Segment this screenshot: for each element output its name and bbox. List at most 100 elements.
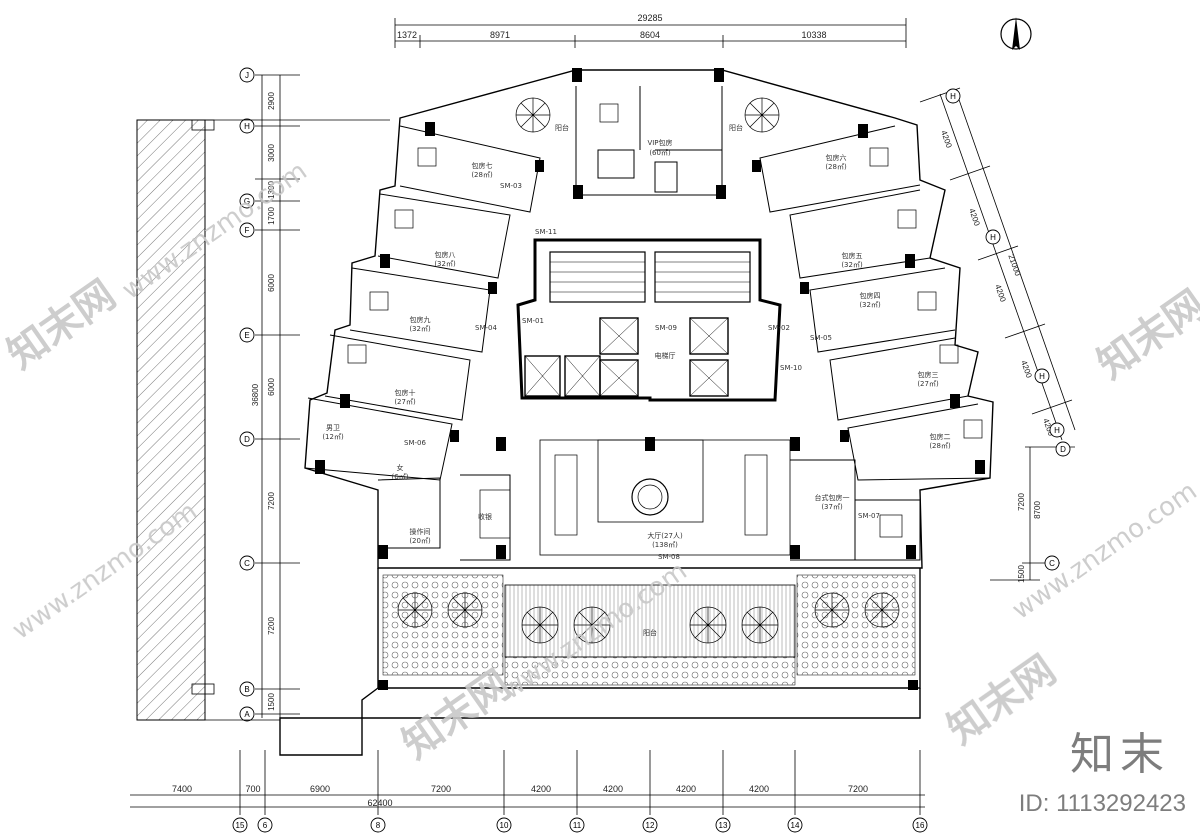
bottom-dim-2: 700 [245, 784, 260, 794]
label-womens-wc-area: (6㎡) [392, 473, 409, 481]
label-room-8: 包房八 [435, 250, 456, 259]
building-outline [279, 69, 994, 756]
left-total-dim: 36800 [251, 383, 260, 406]
label-mens-wc-area: (12㎡) [322, 433, 344, 441]
label-elevator-hall: 电梯厅 [655, 351, 676, 360]
right-total-dim: 21000 [1006, 253, 1022, 278]
label-terrace: 阳台 [643, 628, 657, 637]
left-axis-bubbles [239, 67, 255, 722]
door-code-3: SM-03 [500, 182, 522, 190]
axis-label-B: B [244, 685, 249, 694]
door-code-2: SM-02 [768, 324, 790, 332]
watermark-url-right: www.znzmo.com [1007, 476, 1200, 626]
left-dim-8: 7200 [267, 617, 276, 635]
axis-label-D2: D [1060, 445, 1066, 454]
label-room-1-area: (37㎡) [821, 503, 843, 511]
axis-label-J: J [245, 71, 249, 80]
right-dimension-chain [919, 87, 1076, 581]
door-code-8: SM-08 [658, 553, 680, 561]
top-dim-1: 1372 [397, 30, 417, 40]
top-dim-3: 8604 [640, 30, 660, 40]
label-room-7-area: (28㎡) [471, 171, 493, 179]
axis-label-16: 16 [916, 821, 925, 830]
axis-label-6: 6 [263, 821, 268, 830]
label-room-4: 包房四 [860, 291, 881, 300]
bottom-dim-6: 4200 [603, 784, 623, 794]
axis-label-13: 13 [719, 821, 728, 830]
right-lower-dim-2: 1500 [1017, 565, 1026, 583]
label-mens-wc: 男卫 [326, 424, 340, 432]
left-dim-7: 7200 [267, 492, 276, 510]
axis-label-C: C [244, 559, 250, 568]
left-dim-1: 2900 [267, 92, 276, 110]
structural-columns [315, 68, 985, 690]
axis-label-10: 10 [500, 821, 509, 830]
door-code-10: SM-10 [780, 364, 802, 372]
label-room-4-area: (32㎡) [859, 301, 881, 309]
label-room-10-area: (27㎡) [394, 398, 416, 406]
right-axis-bubbles [945, 88, 1071, 571]
right-lower-total: 8700 [1033, 501, 1042, 519]
room-partitions [304, 86, 991, 686]
label-lobby: 大厅(27人) [647, 531, 683, 540]
label-room-2-area: (28㎡) [929, 442, 951, 450]
axis-label-H1: H [950, 92, 956, 101]
top-dim-2: 8971 [490, 30, 510, 40]
bottom-dim-7: 4200 [676, 784, 696, 794]
door-code-4: SM-04 [475, 324, 497, 332]
label-room-1: 台式包房一 [815, 493, 850, 502]
axis-label-A: A [244, 710, 250, 719]
door-code-1: SM-01 [522, 317, 544, 325]
bottom-dim-3: 6900 [310, 784, 330, 794]
label-room-9-area: (32㎡) [409, 325, 431, 333]
axis-label-D: D [244, 435, 250, 444]
axis-label-F: F [245, 226, 250, 235]
image-id-label: ID: 1113292423 [1018, 790, 1186, 817]
axis-label-H3: H [1039, 372, 1045, 381]
top-dim-4: 10338 [801, 30, 826, 40]
label-vip: VIP包房 [647, 138, 672, 147]
label-vip-area: (60㎡) [649, 149, 671, 157]
label-prep-room: 操作间 [410, 527, 431, 536]
door-code-9: SM-09 [655, 324, 677, 332]
bottom-total-dim: 62400 [367, 798, 392, 808]
bottom-dimension-chain [130, 750, 925, 815]
right-dim-3: 4200 [993, 283, 1008, 303]
bottom-dim-9: 7200 [848, 784, 868, 794]
watermark-cn-right-bottom: 知末网 [939, 647, 1064, 754]
watermark-cn-left: 知末网 [0, 272, 124, 379]
label-room-5-area: (32㎡) [841, 261, 863, 269]
axis-label-G: G [244, 197, 250, 206]
left-dim-9: 1500 [267, 693, 276, 711]
axis-label-E: E [244, 331, 249, 340]
door-code-labels: SM-01 SM-02 SM-03 SM-04 SM-05 SM-06 SM-0… [404, 182, 880, 561]
top-total-dim: 29285 [637, 13, 662, 23]
door-code-11: SM-11 [535, 228, 557, 236]
label-balcony-left: 阳台 [555, 123, 569, 132]
door-code-6: SM-06 [404, 439, 426, 447]
axis-label-H4: H [1054, 426, 1060, 435]
right-dim-4: 4200 [1019, 359, 1034, 379]
brand-logo-text: 知末 [1070, 729, 1170, 780]
left-dim-5: 6000 [267, 274, 276, 292]
left-dim-4: 1700 [267, 207, 276, 225]
left-dim-2: 3000 [267, 144, 276, 162]
bottom-dim-5: 4200 [531, 784, 551, 794]
left-dimension-chain [255, 74, 300, 718]
north-arrow-icon [1000, 17, 1032, 50]
bottom-dim-4: 7200 [431, 784, 451, 794]
label-balcony-right: 阳台 [729, 123, 743, 132]
label-womens-wc: 女 [397, 463, 404, 472]
axis-label-11: 11 [573, 821, 582, 830]
label-lobby-area: (138㎡) [652, 541, 678, 549]
axis-label-H2: H [990, 233, 996, 242]
label-room-10: 包房十 [395, 388, 416, 397]
left-dim-6: 6000 [267, 378, 276, 396]
bottom-dim-1: 7400 [172, 784, 192, 794]
hatched-wall-strip [136, 119, 206, 721]
axis-label-14: 14 [791, 821, 800, 830]
door-code-5: SM-05 [810, 334, 832, 342]
axis-label-H: H [244, 122, 250, 131]
right-dim-2: 4200 [967, 207, 982, 227]
